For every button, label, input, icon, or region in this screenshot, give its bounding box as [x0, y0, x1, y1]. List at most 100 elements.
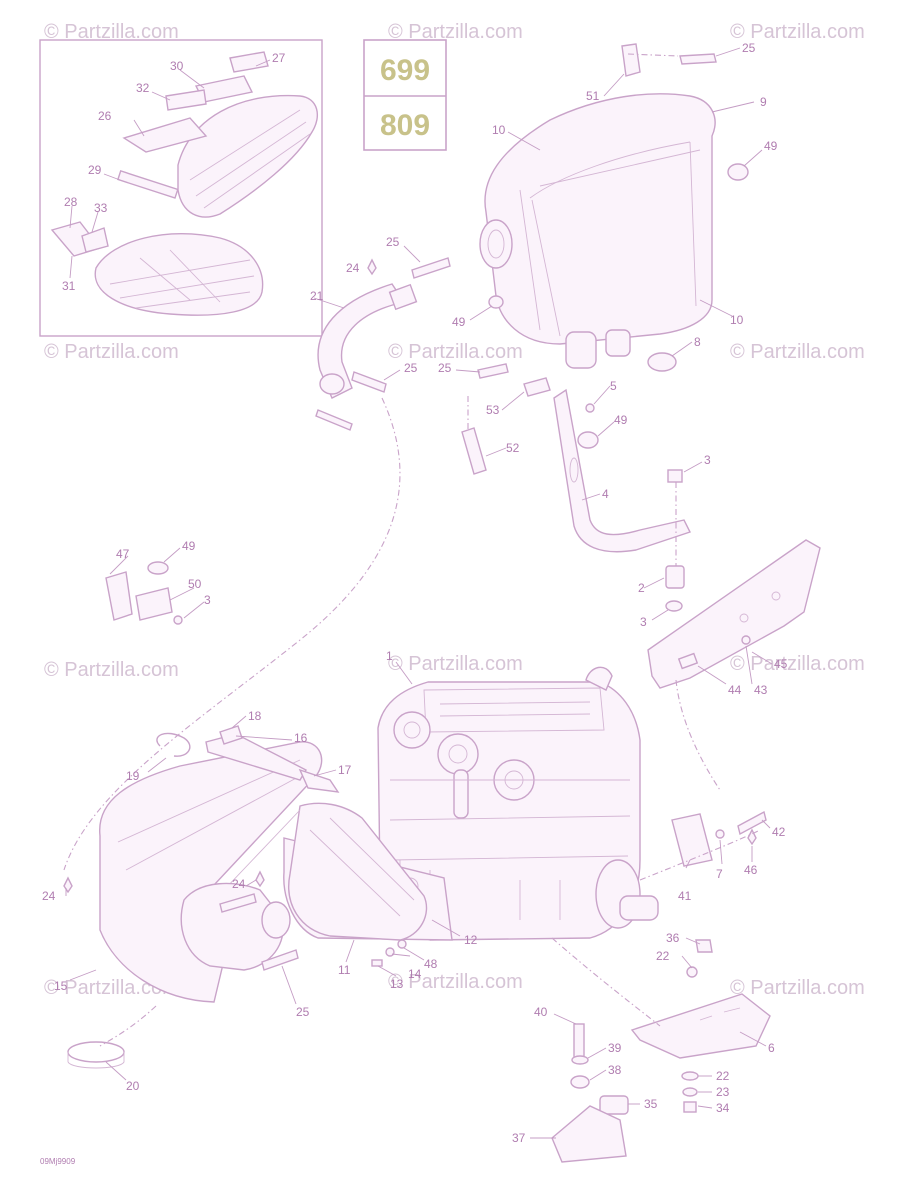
grommet-49c	[577, 431, 599, 449]
washer-39	[571, 1055, 589, 1065]
clamp-19	[156, 732, 191, 757]
inset-frame	[39, 39, 323, 337]
callout-52: 52	[506, 441, 520, 455]
bolt-44	[677, 652, 699, 670]
callout-30: 30	[170, 59, 184, 73]
watermark: © Partzilla.com	[388, 21, 523, 43]
spring-25	[679, 53, 717, 65]
callout-2: 2	[638, 581, 645, 595]
bolt-13	[371, 959, 383, 967]
callout-45: 45	[774, 657, 788, 671]
nut-34	[683, 1101, 697, 1113]
callout-25: 25	[404, 361, 418, 375]
callout-39: 39	[608, 1041, 622, 1055]
bolt-40	[573, 1023, 585, 1061]
spring-25f	[219, 893, 257, 913]
manifold-11	[288, 802, 428, 941]
callout-50: 50	[188, 577, 202, 591]
callout-22: 22	[716, 1069, 730, 1083]
callout-25: 25	[438, 361, 452, 375]
engine-bracket-right	[647, 539, 821, 689]
callout-42: 42	[772, 825, 786, 839]
bracket-51	[621, 43, 641, 77]
muffler-inlet	[479, 219, 513, 269]
callout-35: 35	[644, 1097, 658, 1111]
bracket-6	[630, 993, 771, 1059]
watermark: © Partzilla.com	[730, 977, 865, 999]
grommet-49b	[488, 295, 504, 309]
callout-10: 10	[730, 313, 744, 327]
callout-25: 25	[386, 235, 400, 249]
grommet-8	[647, 352, 677, 372]
mount-base-37	[551, 1105, 627, 1163]
bracket-47	[105, 571, 133, 621]
model-code-frame	[363, 39, 447, 151]
watermark: © Partzilla.com	[388, 341, 523, 363]
callout-51: 51	[586, 89, 600, 103]
callout-33: 33	[94, 201, 108, 215]
part-33	[81, 227, 109, 253]
figure-id: 09Mj9909	[40, 1157, 76, 1166]
spring-25g	[261, 949, 299, 971]
clamp-20	[67, 1041, 125, 1063]
callout-23: 23	[716, 1085, 730, 1099]
nut-48	[397, 939, 407, 949]
callout-4: 4	[602, 487, 609, 501]
watermark: © Partzilla.com	[730, 21, 865, 43]
callout-9: 9	[760, 95, 767, 109]
washer-3	[665, 600, 683, 612]
drop-24b	[255, 870, 265, 888]
bolt-42	[737, 810, 767, 836]
washer-7	[715, 829, 725, 839]
manifold-fasteners	[63, 258, 407, 967]
model-code-box: 699 809	[363, 39, 447, 151]
heat-shield-26	[122, 117, 208, 153]
connection-lines	[63, 53, 761, 1047]
callout-32: 32	[136, 81, 150, 95]
callout-3: 3	[204, 593, 211, 607]
callout-7: 7	[716, 867, 723, 881]
callout-31: 31	[62, 279, 76, 293]
bracket-53	[523, 377, 551, 397]
hose-21	[317, 283, 406, 399]
callout-25: 25	[742, 41, 756, 55]
spring-25d	[351, 371, 387, 393]
callout-17: 17	[338, 763, 352, 777]
small-bracket	[105, 561, 183, 625]
washer-38	[570, 1075, 590, 1089]
callout-48: 48	[424, 957, 438, 971]
nut-3	[667, 469, 683, 483]
callout-34: 34	[716, 1101, 730, 1115]
drop-46	[747, 828, 757, 846]
callout-5: 5	[610, 379, 617, 393]
watermark: © Partzilla.com	[388, 653, 523, 675]
bracket-52	[461, 427, 487, 475]
muffler-outlet	[565, 331, 597, 369]
drop-24a	[63, 876, 73, 894]
bracket-4	[553, 388, 691, 553]
engine-mount-lower	[551, 810, 771, 1163]
muffler-body-10	[484, 93, 716, 345]
inset-detail	[39, 39, 323, 337]
spring-25e	[315, 409, 353, 431]
callout-13: 13	[390, 977, 404, 991]
clamp-hose	[388, 283, 418, 311]
callout-29: 29	[88, 163, 102, 177]
callout-37: 37	[512, 1131, 526, 1145]
model-code-699: 699	[380, 54, 430, 87]
callout-16: 16	[294, 731, 308, 745]
mount-2	[665, 565, 685, 589]
callout-11: 11	[338, 963, 351, 977]
callout-40: 40	[534, 1005, 548, 1019]
callout-47: 47	[116, 547, 130, 561]
callout-14: 14	[408, 967, 422, 981]
callout-3: 3	[640, 615, 647, 629]
strip-29	[117, 170, 179, 199]
plate-50	[135, 587, 173, 621]
callout-3: 3	[704, 453, 711, 467]
callout-18: 18	[248, 709, 262, 723]
callout-24: 24	[42, 889, 56, 903]
callout-21: 21	[310, 289, 324, 303]
callout-labels: 25 51 9 10 49 10 8 49 25 24 21 25 25 5 5…	[42, 41, 788, 1145]
